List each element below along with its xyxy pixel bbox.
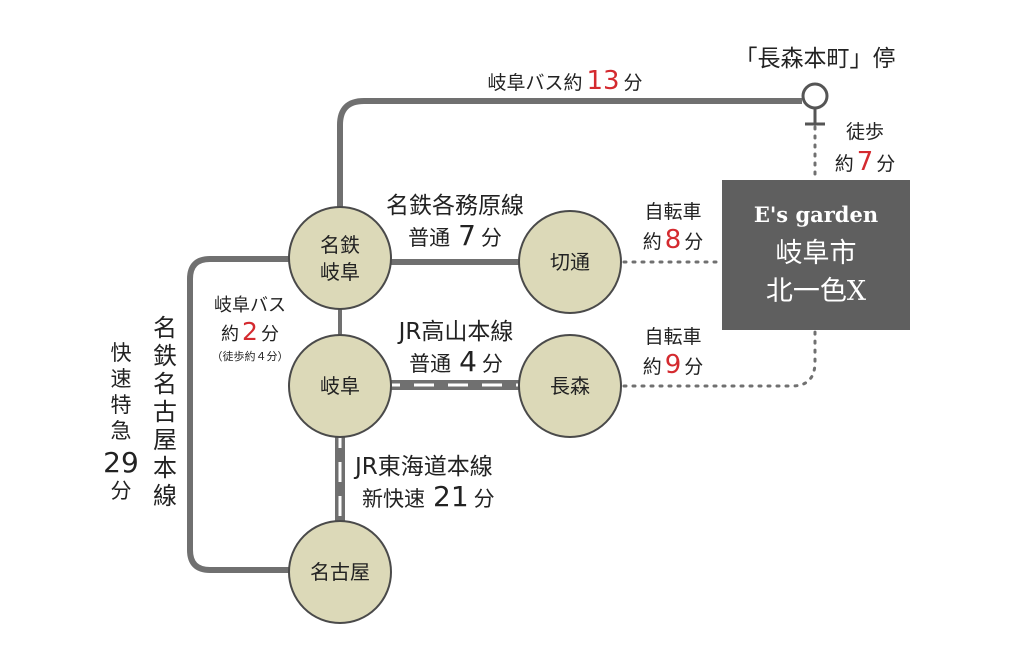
station-nagoya: 名古屋 (288, 520, 392, 624)
svg-text:古: 古 (153, 398, 177, 426)
tokaido-line (335, 428, 345, 528)
station-kirido-label: 切通 (550, 250, 590, 274)
destination-city: 岐阜市 (776, 238, 857, 269)
kakamigahara-line-name: 名鉄各務原線 (386, 193, 524, 219)
bus-transfer-note: （徒歩約４分） (212, 349, 289, 363)
bus-route-line (337, 98, 802, 228)
station-kirido: 切通 (518, 210, 622, 314)
svg-text:特: 特 (111, 393, 132, 417)
station-gifu-label: 岐阜 (320, 374, 360, 398)
meitetsu-nagoya-unit: 分 (111, 479, 132, 503)
svg-text:急: 急 (111, 419, 132, 443)
station-nagamori-label: 長森 (550, 374, 590, 398)
station-meitetsu-gifu-line2: 岐阜 (320, 260, 360, 284)
svg-text:屋: 屋 (153, 426, 177, 454)
svg-text:名: 名 (153, 370, 177, 398)
tokaido-line-name: JR東海道本線 (353, 454, 493, 480)
station-nagoya-label: 名古屋 (310, 560, 370, 584)
station-gifu: 岐阜 (288, 334, 392, 438)
bus-transfer-line1: 岐阜バス (214, 295, 286, 316)
meitetsu-nagoya-line (187, 256, 300, 573)
walk-label-line1: 徒歩 (846, 121, 884, 143)
meitetsu-nagoya-line-name: 名 鉄 名 古 屋 本 線 (153, 314, 177, 510)
station-meitetsu-gifu: 名鉄 岐阜 (288, 206, 392, 310)
svg-text:速: 速 (111, 367, 132, 391)
bus-stop-marker (801, 82, 829, 126)
station-nagamori: 長森 (518, 334, 622, 438)
svg-text:鉄: 鉄 (153, 342, 177, 370)
station-meitetsu-gifu-line1: 名鉄 (320, 233, 360, 257)
bike-nagamori-line1: 自転車 (644, 326, 701, 348)
takayama-line (380, 380, 530, 390)
takayama-line-name: JR高山本線 (397, 319, 514, 345)
destination-brand: E's garden (754, 202, 878, 227)
svg-text:快: 快 (111, 341, 132, 365)
svg-text:本: 本 (153, 454, 177, 482)
destination-box (722, 180, 910, 330)
destination-area: 北一色X (766, 276, 867, 307)
bus-stop-label: 「長森本町」停 (735, 46, 896, 72)
meitetsu-nagoya-service: 快 速 特 急 (111, 341, 132, 443)
bike-kirido-line1: 自転車 (644, 201, 701, 223)
svg-text:名: 名 (153, 314, 177, 342)
svg-text:線: 線 (153, 482, 177, 510)
meitetsu-nagoya-minutes: 29 (103, 446, 139, 479)
bike-nagamori-dotted-line (622, 330, 817, 388)
